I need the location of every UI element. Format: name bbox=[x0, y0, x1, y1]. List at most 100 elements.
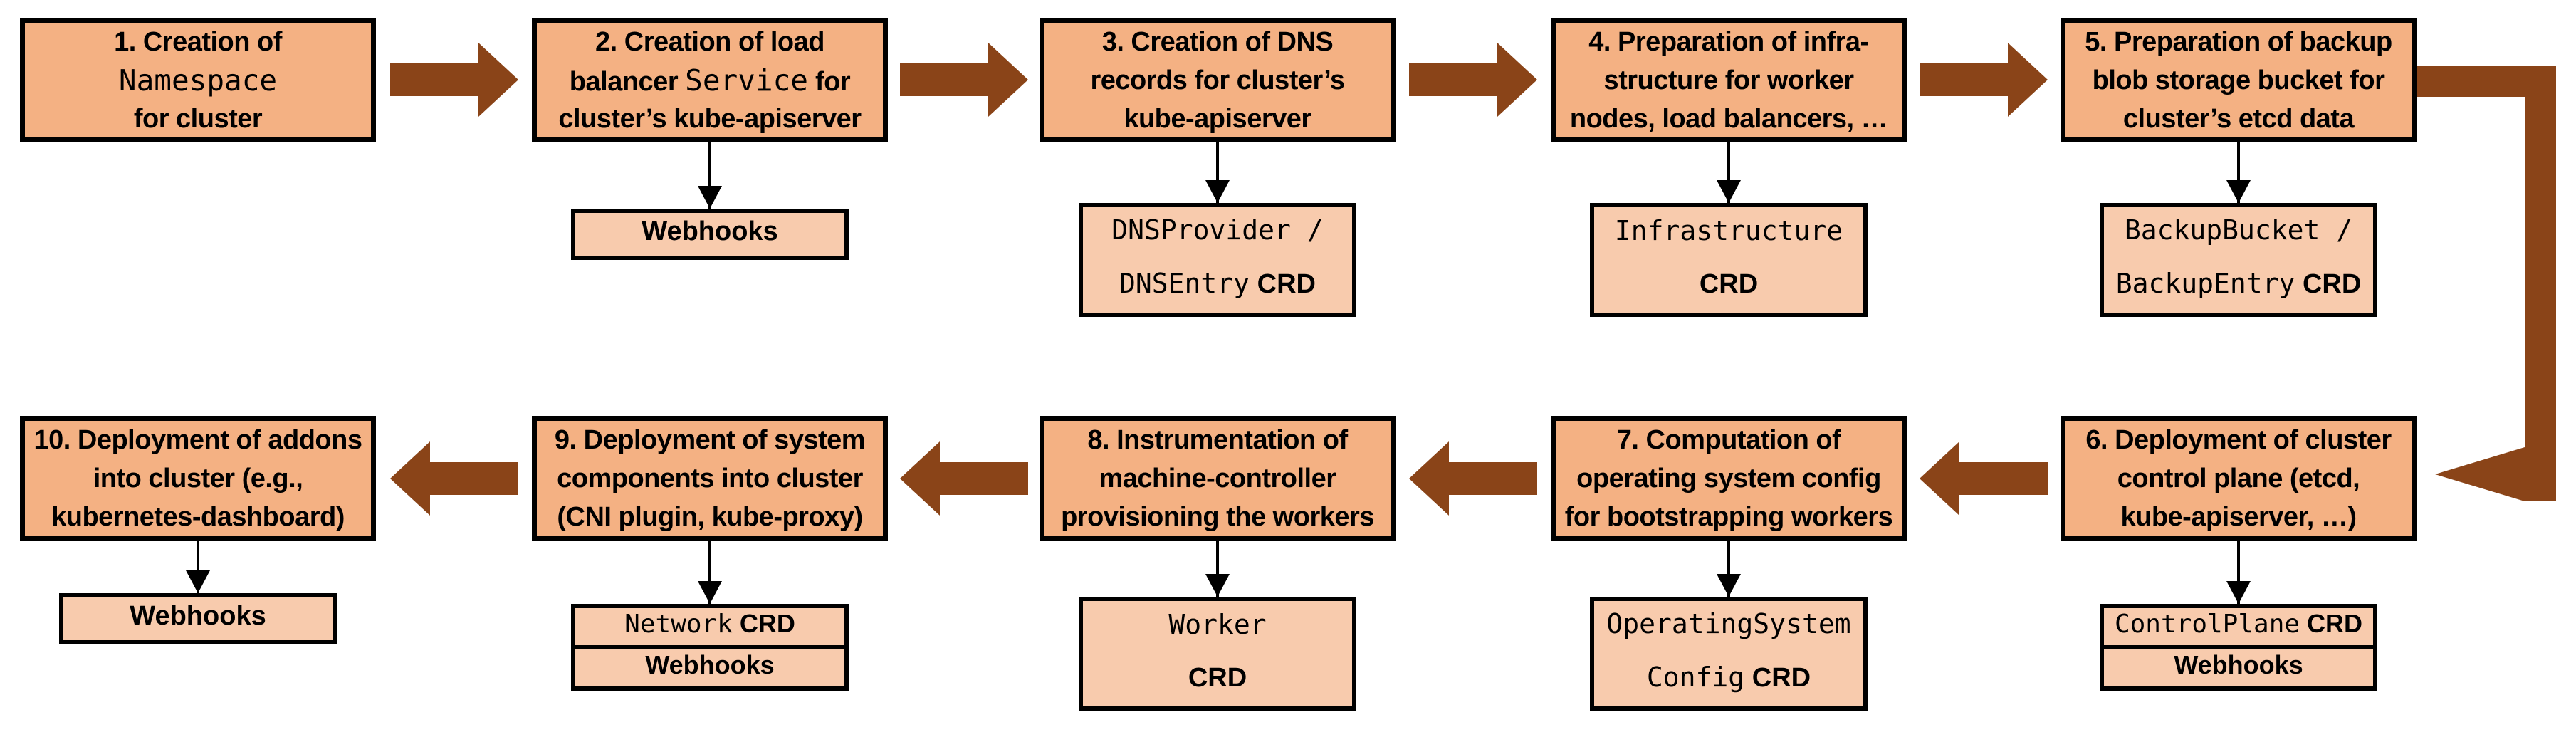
down-arrowhead-step-7 bbox=[1717, 574, 1741, 597]
flow-arrow-9-10 bbox=[389, 404, 518, 553]
sub-box-line: DNSProvider / bbox=[1111, 207, 1323, 260]
text-segment: records for cluster’s bbox=[1090, 65, 1345, 95]
text-segment: CRD bbox=[2300, 609, 2363, 638]
text-segment: 10. Deployment of addons bbox=[33, 425, 362, 455]
down-arrowhead-step-8 bbox=[1205, 574, 1230, 597]
step-2-line: 2. Creation of load bbox=[595, 23, 824, 61]
text-segment: Webhooks bbox=[642, 216, 778, 246]
arrow-body bbox=[1920, 63, 2008, 96]
step-8-line: provisioning the workers bbox=[1061, 498, 1374, 536]
step-4-box: 4. Preparation of infra-structure for wo… bbox=[1551, 18, 1907, 142]
text-segment: CRD bbox=[1744, 663, 1811, 693]
text-segment: CRD bbox=[1699, 268, 1759, 299]
text-segment: kube-apiserver bbox=[1124, 103, 1311, 134]
step-6-box: 6. Deployment of cluster control plane (e… bbox=[2061, 416, 2417, 541]
elbow-arrow-head bbox=[2435, 447, 2525, 501]
step-5-line: 5. Preparation of backup bbox=[2085, 23, 2392, 61]
text-segment: balancer bbox=[569, 66, 686, 97]
text-segment: 5. Preparation of backup bbox=[2085, 26, 2392, 57]
sub-box-line: BackupEntry CRD bbox=[2116, 260, 2362, 313]
step-6-sub-box-2: Webhooks bbox=[2100, 645, 2377, 691]
arrow-body bbox=[1409, 63, 1497, 96]
text-segment: BackupEntry bbox=[2115, 268, 2295, 299]
step-6-line: kube-apiserver, …) bbox=[2120, 498, 2357, 536]
step-9-box: 9. Deployment of system components into c… bbox=[532, 416, 888, 541]
step-1-line: Namespace bbox=[119, 61, 277, 100]
flow-arrow-7-8 bbox=[1409, 404, 1537, 553]
text-segment: Network bbox=[624, 610, 733, 639]
step-10-line: kubernetes-dashboard) bbox=[51, 498, 345, 536]
text-segment: DNSEntry bbox=[1119, 268, 1250, 299]
down-connector-step-10 bbox=[197, 541, 199, 593]
arrow-body bbox=[939, 462, 1028, 495]
flow-arrow-1-2 bbox=[389, 6, 518, 154]
text-segment: ControlPlane bbox=[2114, 610, 2300, 639]
text-segment: 2. Creation of load bbox=[595, 26, 824, 57]
step-3-sub-box-1: DNSProvider / DNSEntry CRD bbox=[1079, 203, 1356, 317]
sub-box-line: DNSEntry CRD bbox=[1119, 260, 1316, 313]
step-5-line: blob storage bucket for bbox=[2093, 61, 2385, 100]
arrow-head bbox=[478, 43, 518, 117]
step-9-line: components into cluster bbox=[557, 459, 863, 498]
sub-box-line: ControlPlane CRD bbox=[2115, 606, 2362, 647]
sub-box-line: Webhooks bbox=[645, 647, 774, 689]
text-segment: Webhooks bbox=[2174, 650, 2303, 679]
arrow-body bbox=[899, 63, 988, 96]
sub-box-line: Webhooks bbox=[642, 211, 777, 258]
step-1-line: for cluster bbox=[133, 100, 263, 138]
down-arrowhead-step-4 bbox=[1717, 180, 1741, 203]
text-segment: for cluster bbox=[133, 103, 263, 134]
down-connector-step-9 bbox=[708, 541, 711, 604]
text-segment: provisioning the workers bbox=[1061, 502, 1374, 532]
text-segment: for bbox=[807, 66, 851, 97]
text-segment: (CNI plugin, kube-proxy) bbox=[557, 502, 863, 532]
text-segment: 7. Computation of bbox=[1616, 425, 1841, 455]
step-7-line: operating system config bbox=[1576, 459, 1881, 498]
flow-arrow-2-3 bbox=[899, 6, 1028, 154]
arrow-head bbox=[389, 441, 430, 516]
elbow-vertical-segment bbox=[2525, 66, 2556, 501]
text-segment: OperatingSystem bbox=[1606, 608, 1851, 639]
text-segment: Worker bbox=[1168, 608, 1267, 640]
text-segment: blob storage bucket for bbox=[2092, 65, 2385, 95]
down-arrowhead-step-6 bbox=[2226, 581, 2251, 604]
text-segment: kubernetes-dashboard) bbox=[51, 502, 345, 532]
text-segment: cluster’s etcd data bbox=[2122, 103, 2355, 134]
step-9-line: 9. Deployment of system bbox=[555, 421, 866, 459]
down-arrowhead-step-2 bbox=[698, 186, 722, 209]
sub-box-line: Webhooks bbox=[130, 595, 266, 642]
text-segment: Infrastructure bbox=[1614, 214, 1843, 246]
sub-box-line: Infrastructure bbox=[1615, 207, 1843, 261]
step-2-line: balancer Service for bbox=[569, 61, 851, 100]
text-segment: control plane (etcd, bbox=[2117, 464, 2360, 493]
down-connector-step-5 bbox=[2237, 142, 2240, 203]
step-6-sub-box-1: ControlPlane CRD bbox=[2100, 604, 2377, 649]
arrow-body bbox=[429, 462, 518, 495]
flow-arrow-4-5 bbox=[1920, 6, 2048, 154]
step-5-sub-box-1: BackupBucket /BackupEntry CRD bbox=[2100, 203, 2377, 317]
text-segment: components into cluster bbox=[557, 464, 863, 493]
text-segment: 3. Creation of DNS bbox=[1101, 26, 1334, 57]
text-segment: machine-controller bbox=[1099, 464, 1336, 493]
down-connector-step-3 bbox=[1216, 142, 1219, 203]
step-4-line: 4. Preparation of infra- bbox=[1588, 23, 1869, 61]
step-9-line: (CNI plugin, kube-proxy) bbox=[557, 498, 863, 536]
text-segment: structure for worker bbox=[1603, 65, 1854, 95]
arrow-head bbox=[1497, 43, 1537, 117]
down-arrowhead-step-10 bbox=[186, 570, 210, 593]
arrow-head bbox=[1409, 441, 1449, 516]
step-1-line: 1. Creation of bbox=[114, 23, 282, 61]
sub-box-line: Network CRD bbox=[624, 606, 795, 647]
text-segment: CRD bbox=[1250, 269, 1316, 299]
step-3-line: 3. Creation of DNS bbox=[1102, 23, 1334, 61]
step-6-line: 6. Deployment of cluster bbox=[2085, 421, 2392, 459]
down-connector-step-2 bbox=[708, 142, 711, 209]
step-4-line: structure for worker bbox=[1603, 61, 1854, 100]
down-arrowhead-step-9 bbox=[698, 581, 722, 604]
text-segment: DNSProvider / bbox=[1111, 214, 1324, 246]
text-segment: CRD bbox=[732, 609, 795, 638]
